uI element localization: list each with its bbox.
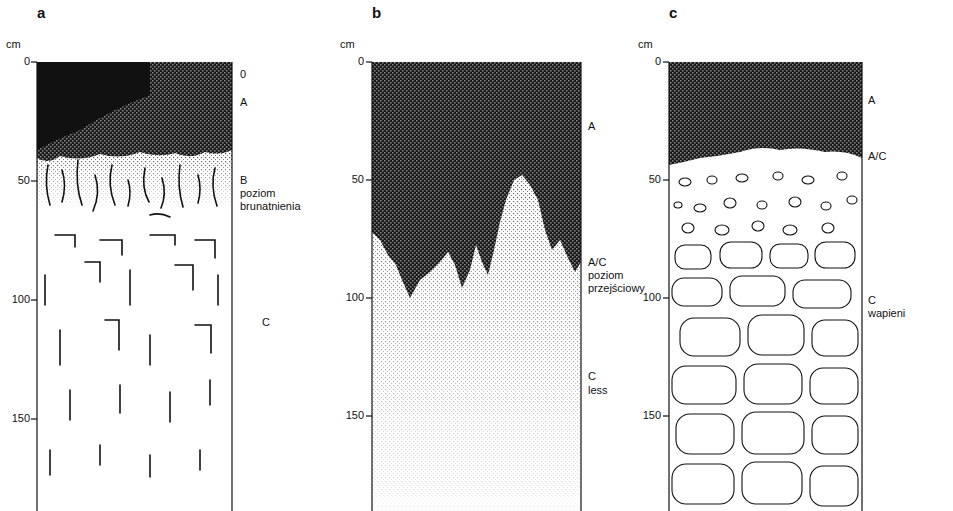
depth-number: 50	[18, 174, 30, 187]
horizon-label: A	[240, 96, 247, 109]
unit-label: cm	[638, 38, 653, 51]
depth-number: 50	[649, 173, 661, 186]
horizon-label: C	[262, 316, 270, 329]
depth-number: 100	[643, 291, 661, 304]
depth-number: 0	[24, 55, 30, 68]
horizon-label: A	[868, 94, 875, 107]
horizon-label: C	[588, 370, 596, 383]
depth-number: 150	[12, 412, 30, 425]
unit-label: cm	[340, 38, 355, 51]
depth-number: 100	[12, 293, 30, 306]
horizon-label: A	[588, 120, 595, 133]
depth-number: 150	[643, 409, 661, 422]
horizon-label: A/C	[588, 256, 606, 269]
panel-letter: a	[37, 4, 45, 21]
horizon-label: 0	[240, 68, 246, 81]
depth-number: 150	[346, 409, 364, 422]
horizon-label: A/C	[868, 150, 886, 163]
horizon-label: B	[240, 174, 247, 187]
depth-number: 0	[358, 55, 364, 68]
depth-number: 0	[655, 55, 661, 68]
horizon-label: wapieni	[868, 307, 905, 320]
depth-number: 50	[352, 173, 364, 186]
horizon-name: poziom brunatnienia	[240, 187, 320, 213]
panel-letter: b	[372, 4, 381, 21]
panel-letter: c	[669, 4, 677, 21]
horizon-label: less	[588, 384, 608, 397]
depth-number: 100	[346, 291, 364, 304]
horizon-label: C	[868, 294, 876, 307]
unit-label: cm	[6, 38, 21, 51]
